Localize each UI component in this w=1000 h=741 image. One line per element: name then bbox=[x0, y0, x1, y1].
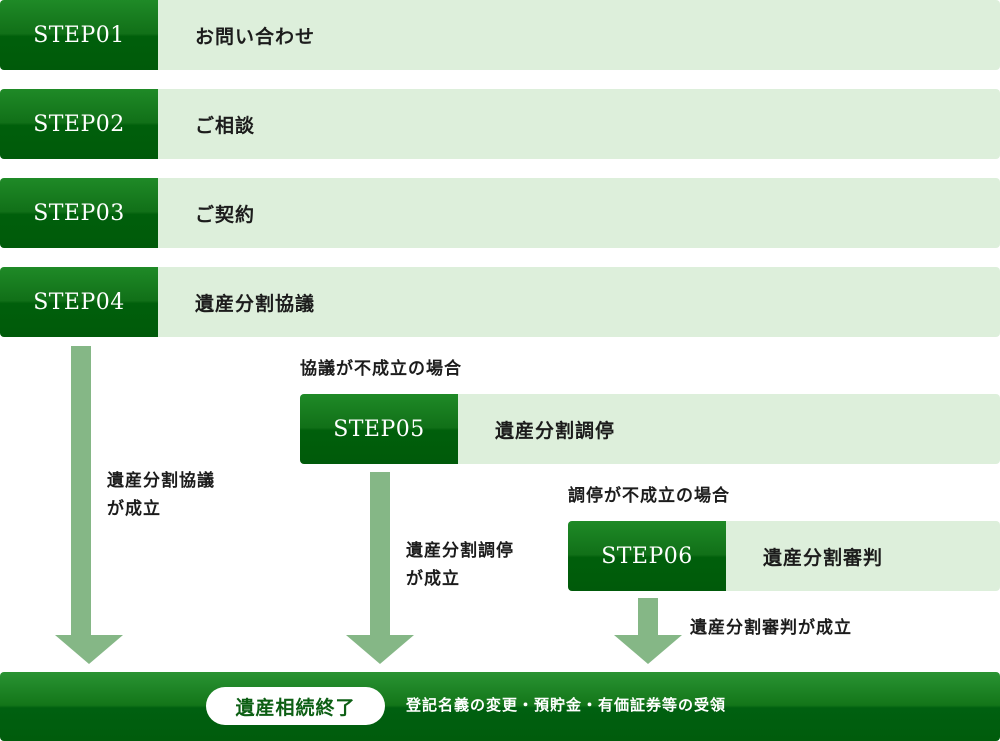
mediation-success-note: 遺産分割調停 が成立 bbox=[406, 537, 514, 593]
failed-mediation-note: 調停が不成立の場合 bbox=[568, 486, 730, 506]
judgment-success-note: 遺産分割審判が成立 bbox=[690, 618, 852, 638]
down-arrow-icon bbox=[614, 598, 682, 664]
step-title: お問い合わせ bbox=[195, 25, 316, 48]
step-title: 遺産分割審判 bbox=[763, 546, 884, 569]
step-title: ご相談 bbox=[195, 114, 256, 137]
negotiation-success-note: 遺産分割協議 が成立 bbox=[107, 467, 215, 523]
step-row-03: STEP03 ご契約 bbox=[0, 178, 1000, 248]
final-bar bbox=[0, 672, 1000, 741]
step-title: ご契約 bbox=[195, 203, 256, 226]
note-line: 遺産分割調停 bbox=[406, 541, 514, 561]
down-arrow-icon bbox=[346, 472, 414, 664]
final-description: 登記名義の変更・預貯金・有価証券等の受領 bbox=[406, 696, 727, 714]
note-line: が成立 bbox=[107, 499, 161, 519]
step-badge: STEP02 bbox=[0, 89, 158, 159]
down-arrow-icon bbox=[55, 346, 123, 664]
step-badge: STEP05 bbox=[300, 394, 458, 464]
final-pill: 遺産相続終了 bbox=[206, 687, 385, 725]
failed-negotiation-note: 協議が不成立の場合 bbox=[300, 359, 462, 379]
step-row-01: STEP01 お問い合わせ bbox=[0, 0, 1000, 70]
step-badge: STEP04 bbox=[0, 267, 158, 337]
step-title: 遺産分割調停 bbox=[495, 419, 616, 442]
step-row-06: STEP06 遺産分割審判 bbox=[568, 521, 1000, 591]
step-title: 遺産分割協議 bbox=[195, 292, 316, 315]
note-line: 遺産分割協議 bbox=[107, 471, 215, 491]
step-badge: STEP03 bbox=[0, 178, 158, 248]
step-row-04: STEP04 遺産分割協議 bbox=[0, 267, 1000, 337]
step-badge: STEP06 bbox=[568, 521, 726, 591]
step-row-02: STEP02 ご相談 bbox=[0, 89, 1000, 159]
step-badge: STEP01 bbox=[0, 0, 158, 70]
step-row-05: STEP05 遺産分割調停 bbox=[300, 394, 1000, 464]
note-line: が成立 bbox=[406, 569, 460, 589]
